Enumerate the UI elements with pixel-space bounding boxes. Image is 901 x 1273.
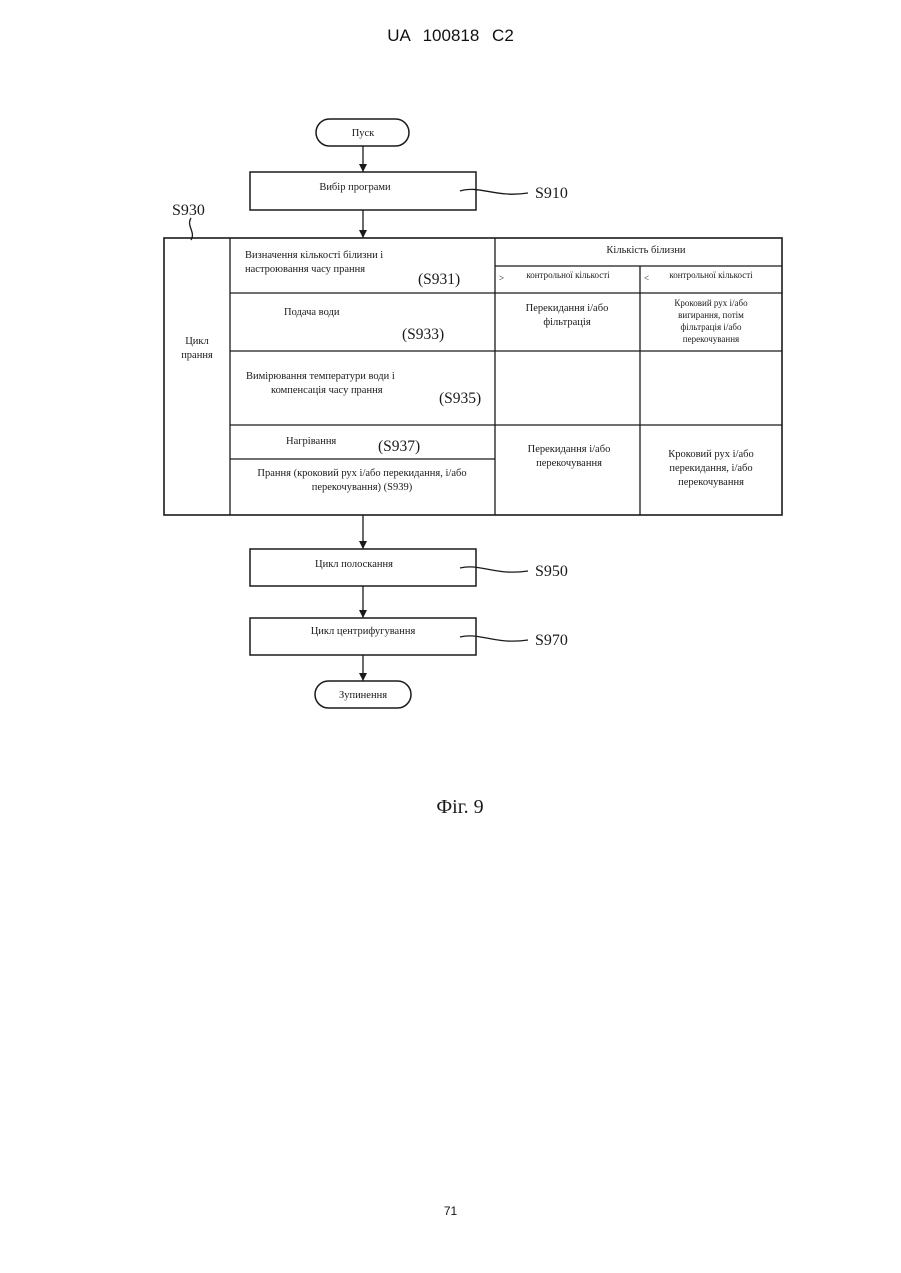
water-less-line2: вигирання, потім (678, 310, 744, 320)
step-s931-line2: настроювання часу прання (245, 264, 365, 275)
step-code-s910: S910 (535, 185, 568, 202)
arrow-head-icon (359, 164, 367, 172)
step-code-s937: (S937) (378, 438, 420, 455)
select-program-label: Вибір програми (319, 182, 391, 193)
wash-cycle-label-line1: Цикл (185, 336, 209, 347)
step-s939-line1: Прання (кроковий рух і/або перекидання, … (257, 468, 466, 479)
step-code-s933: (S933) (402, 326, 444, 343)
step-s931-line1: Визначення кількості білизни і (245, 250, 383, 261)
step-code-s950: S950 (535, 563, 568, 580)
arrow-head-icon (359, 610, 367, 618)
arrow-head-icon (359, 673, 367, 681)
figure-caption: Фіг. 9 (436, 796, 483, 818)
rinse-cycle-label: Цикл полоскання (315, 559, 393, 570)
step-s935-line1: Вимірювання температури води і (246, 371, 395, 382)
water-less-line1: Кроковий рух і/або (674, 298, 748, 308)
water-greater-line2: фільтрація (543, 317, 591, 328)
step-s939-line2: перекочування) (S939) (312, 482, 413, 493)
wash-less-line1: Кроковий рух і/або (668, 449, 753, 460)
step-code-s935: (S935) (439, 390, 481, 407)
leader-line-s970 (460, 636, 528, 641)
step-s935-line2: компенсація часу прання (271, 385, 383, 396)
greater-symbol: > (499, 273, 504, 283)
arrow-head-icon (359, 541, 367, 549)
wash-greater-line1: Перекидання і/або (528, 444, 611, 455)
arrow-head-icon (359, 230, 367, 238)
water-less-line4: перекочування (683, 334, 739, 344)
page-number: 71 (0, 1204, 901, 1218)
step-code-s931: (S931) (418, 271, 460, 288)
water-less-line3: фільтрація і/або (681, 322, 742, 332)
laundry-amount-header: Кількість білизни (606, 245, 686, 256)
start-label: Пуск (352, 128, 375, 139)
step-code-s930: S930 (172, 202, 205, 219)
wash-cycle-label-line2: прання (181, 350, 213, 361)
wash-less-line2: перекидання, і/або (669, 463, 752, 474)
leader-line-s910 (460, 189, 528, 194)
wash-greater-line2: перекочування (536, 458, 602, 469)
less-symbol: < (644, 273, 649, 283)
step-code-s970: S970 (535, 632, 568, 649)
step-s933-line1: Подача води (284, 307, 340, 318)
water-greater-line1: Перекидання і/або (526, 303, 609, 314)
leader-line-s930 (190, 218, 193, 240)
greater-column-label: контрольної кількості (526, 270, 610, 280)
step-s937-line1: Нагрівання (286, 436, 336, 447)
stop-label: Зупинення (339, 690, 387, 701)
leader-line-s950 (460, 567, 528, 572)
spin-cycle-label: Цикл центрифугування (311, 626, 416, 637)
less-column-label: контрольної кількості (669, 270, 753, 280)
wash-less-line3: перекочування (678, 477, 744, 488)
